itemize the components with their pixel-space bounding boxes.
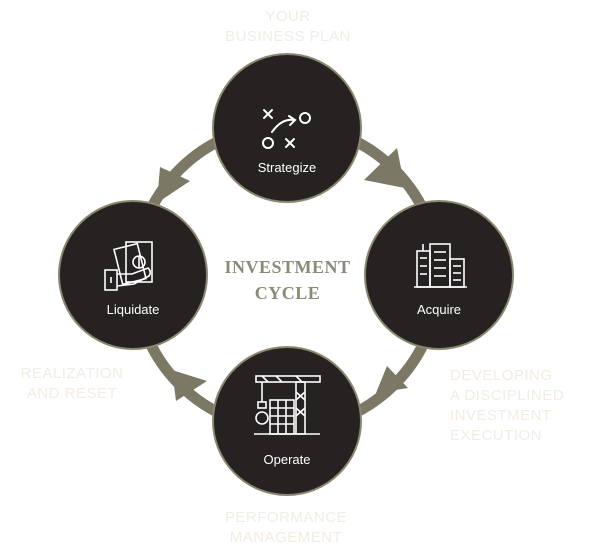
arrow-liquidate-to-strategize (157, 167, 190, 203)
top-label-line: YOUR (265, 8, 311, 25)
acquire-label: Acquire (416, 302, 462, 317)
right-label-line: INVESTMENT (450, 407, 552, 424)
center-title-line: INVESTMENT (224, 257, 351, 277)
construction-crane-icon (254, 375, 321, 435)
arrow-strategize-to-acquire (364, 148, 405, 188)
right-label-line: A DISCIPLINED (450, 387, 565, 404)
center-title: INVESTMENT CYCLE (200, 254, 375, 306)
bottom-label-line: MANAGEMENT (229, 529, 343, 546)
right-label-line: DEVELOPING (450, 367, 553, 384)
liquidate-node (58, 200, 208, 350)
right-label-line: EXECUTION (450, 427, 543, 444)
right-label: DEVELOPING A DISCIPLINED INVESTMENT EXEC… (450, 366, 596, 446)
top-label-line: BUSINESS PLAN (225, 28, 351, 45)
center-title-line: CYCLE (254, 283, 321, 303)
strategize-label: Strategize (257, 160, 317, 175)
bottom-label-line: PERFORMANCE (224, 509, 348, 526)
arrow-operate-to-liquidate (172, 370, 207, 401)
arrow-acquire-to-operate (376, 366, 408, 393)
cash-hand-icon (104, 241, 153, 291)
acquire-node (364, 200, 514, 350)
left-label: REALIZATION AND RESET (16, 364, 128, 404)
operate-label: Operate (263, 452, 311, 467)
bottom-label: PERFORMANCE MANAGEMENT (212, 508, 360, 548)
top-label: YOUR BUSINESS PLAN (222, 7, 354, 47)
strategy-play-icon (262, 109, 311, 149)
left-label-line: REALIZATION (20, 365, 124, 382)
liquidate-label: Liquidate (106, 302, 160, 317)
strategize-node (212, 53, 362, 203)
left-label-line: AND RESET (26, 385, 118, 402)
buildings-icon (414, 243, 467, 288)
operate-node (212, 346, 362, 496)
